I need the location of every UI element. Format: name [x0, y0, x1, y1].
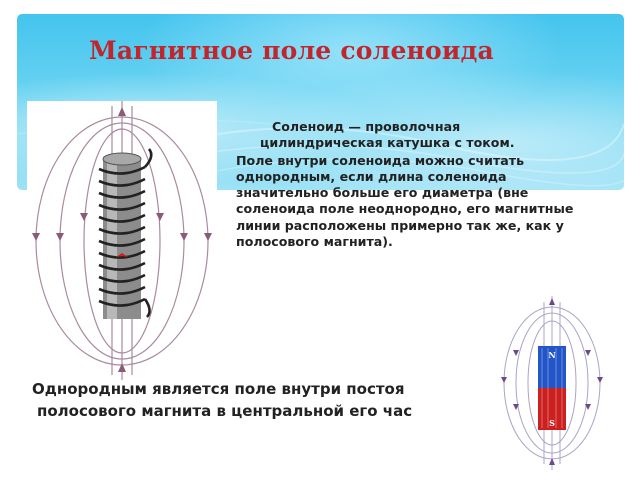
definition-line-2: цилиндрическая катушка с током.	[260, 135, 515, 151]
slide-title: Магнитное поле соленоида	[89, 36, 494, 65]
definition-line-1: Соленоид — проволочная	[272, 119, 461, 134]
conclusion-text: Однородным является поле внутри постоя п…	[0, 377, 491, 427]
north-pole-label: N	[548, 350, 555, 360]
solenoid-field-illustration	[27, 101, 217, 380]
bar-magnet-field-illustration: N S	[500, 296, 604, 470]
magnet-south-pole	[538, 388, 566, 430]
conclusion-line-2: полосового магнита в центральной его час	[37, 402, 413, 420]
solenoid-field-lines	[32, 101, 212, 380]
bar-magnet-field-lines: N S	[501, 296, 603, 470]
definition-body: Поле внутри соленоида можно считать одно…	[236, 152, 574, 250]
solenoid-definition: Соленоид — проволочная цилиндрическая ка…	[236, 119, 596, 250]
magnet-north-pole	[538, 346, 566, 388]
conclusion-line-1: Однородным является поле внутри постоя	[32, 380, 405, 398]
south-pole-label: S	[549, 418, 555, 428]
